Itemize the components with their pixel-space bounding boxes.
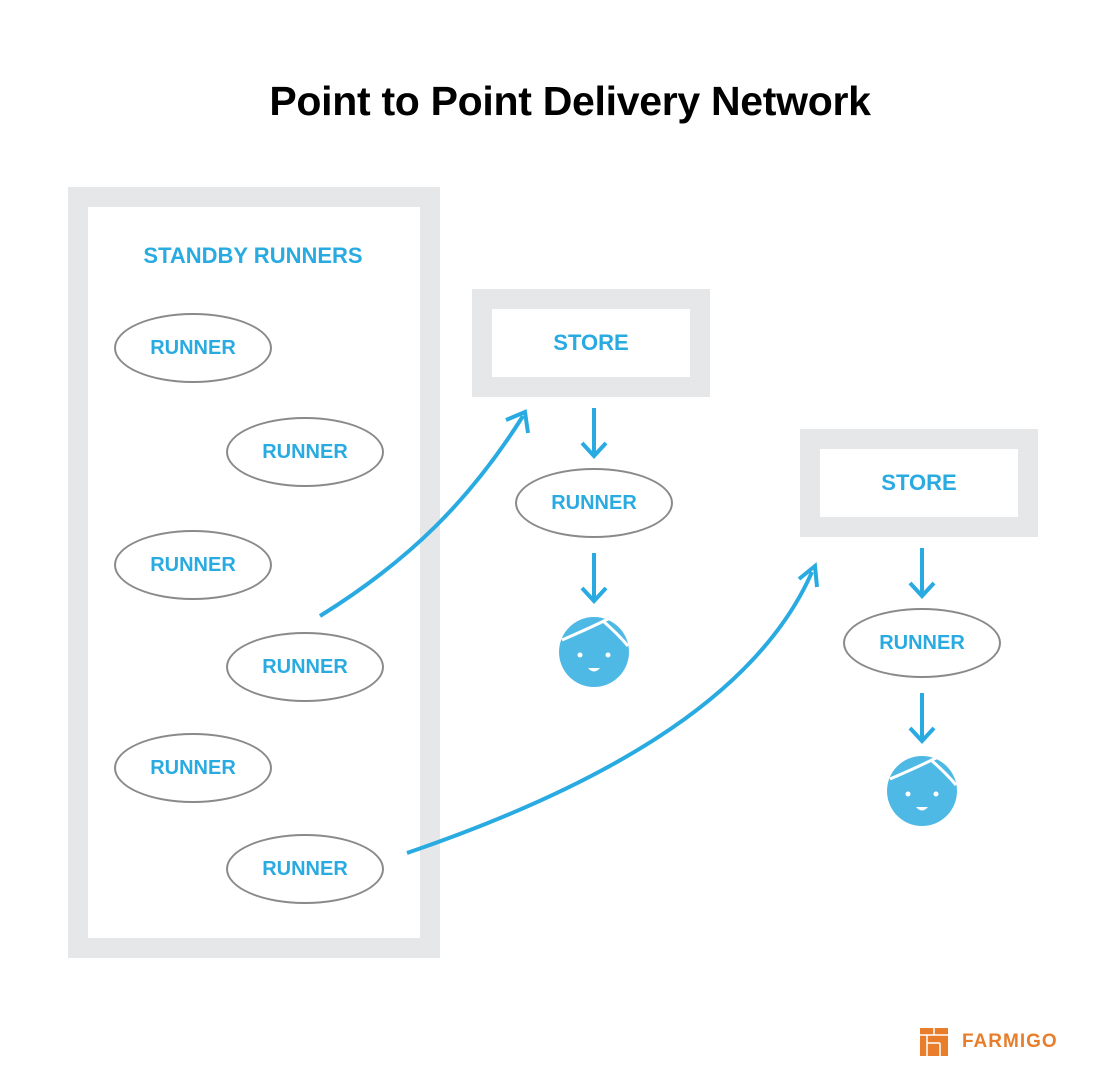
brand-name: FARMIGO — [962, 1031, 1058, 1052]
standby-runner: RUNNER — [114, 530, 272, 600]
standby-runner: RUNNER — [114, 733, 272, 803]
dispatch-arrow-2-head — [797, 562, 819, 588]
standby-runner: RUNNER — [226, 834, 384, 904]
dispatch-arrow-2 — [406, 571, 814, 855]
store-label: STORE — [553, 330, 629, 355]
store-box-1: STORE — [472, 289, 710, 397]
farmigo-logo-icon — [920, 1028, 948, 1056]
diagram-title: Point to Point Delivery Network — [269, 78, 871, 124]
down-arrow-store1-runner — [580, 408, 608, 459]
assigned-runner-2: RUNNER — [843, 608, 1001, 678]
down-arrow-store2-runner — [908, 548, 936, 599]
store-box-2: STORE — [800, 429, 1038, 537]
customer-face-icon — [559, 616, 630, 687]
customer-face-icon — [887, 755, 958, 826]
standby-runner: RUNNER — [114, 313, 272, 383]
down-arrow-runner2-customer — [908, 693, 936, 744]
standby-runner: RUNNER — [226, 632, 384, 702]
store-label: STORE — [881, 470, 957, 495]
assigned-runner-1: RUNNER — [515, 468, 673, 538]
farmigo-logo: FARMIGO — [920, 1028, 1058, 1056]
down-arrow-runner1-customer — [580, 553, 608, 604]
dispatch-arrow-1-head — [505, 409, 530, 434]
standby-runner: RUNNER — [226, 417, 384, 487]
standby-runners-label: STANDBY RUNNERS — [143, 243, 363, 268]
